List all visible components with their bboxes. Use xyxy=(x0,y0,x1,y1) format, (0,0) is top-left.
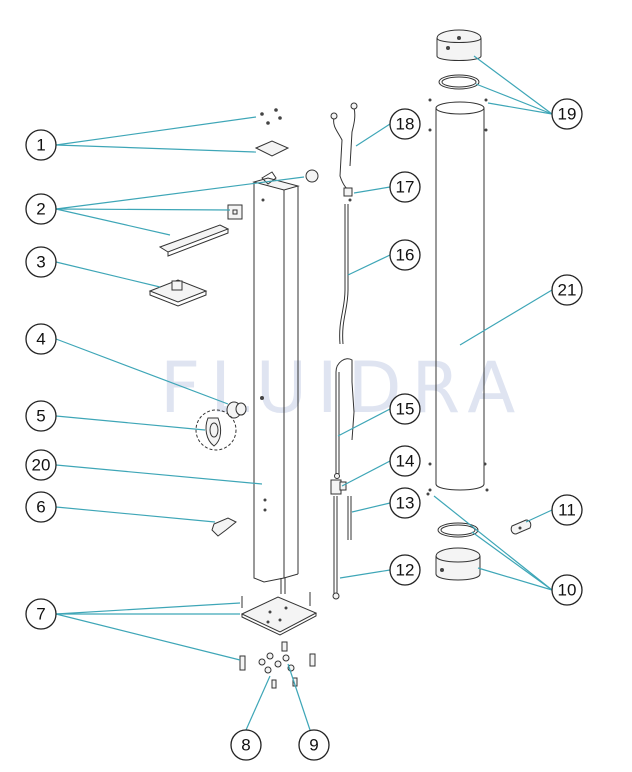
callout-17-label: 17 xyxy=(396,178,415,197)
callout-20-label: 20 xyxy=(32,456,51,475)
part-3-shower-head xyxy=(148,279,208,307)
part-4-knob xyxy=(226,401,247,419)
callout-12-label: 12 xyxy=(396,561,415,580)
part-8-9-nuts-washers xyxy=(258,641,298,689)
part-5-push-valve xyxy=(195,409,237,451)
part-7-base-plate xyxy=(239,592,318,671)
callout-5: 5 xyxy=(25,400,57,432)
callout-7-label: 7 xyxy=(36,605,45,624)
callout-4-label: 4 xyxy=(36,330,45,349)
callouts: 1 2 3 4 5 20 6 7 8 9 18 17 16 15 14 13 1… xyxy=(25,98,583,761)
part-15-pipe xyxy=(334,358,355,479)
callout-8: 8 xyxy=(230,729,262,761)
callout-1: 1 xyxy=(25,129,57,161)
part-10-bottom-collar xyxy=(426,492,481,581)
callout-5-label: 5 xyxy=(36,407,45,426)
callout-12: 12 xyxy=(389,554,421,586)
callout-14: 14 xyxy=(389,445,421,477)
callout-9: 9 xyxy=(298,729,330,761)
callout-19: 19 xyxy=(551,98,583,130)
callout-13-label: 13 xyxy=(396,494,415,513)
part-18-curved-pipe xyxy=(330,102,358,193)
callout-6-label: 6 xyxy=(36,498,45,517)
part-14-valve-body xyxy=(330,479,347,495)
part-6-elbow xyxy=(211,517,237,537)
fluidra-watermark: FLUIDRA xyxy=(160,347,525,429)
callout-8-label: 8 xyxy=(241,736,250,755)
part-19-top-cap xyxy=(428,29,488,102)
callout-3-label: 3 xyxy=(36,253,45,272)
callout-2-label: 2 xyxy=(36,200,45,219)
callout-14-label: 14 xyxy=(396,452,415,471)
parts-drawing xyxy=(148,29,532,689)
leader-lines xyxy=(55,55,553,731)
callout-1-label: 1 xyxy=(36,136,45,155)
callout-18-label: 18 xyxy=(396,115,415,134)
callout-11-label: 11 xyxy=(558,501,576,520)
callout-15-label: 15 xyxy=(396,400,415,419)
callout-17: 17 xyxy=(389,171,421,203)
callout-16: 16 xyxy=(389,239,421,271)
callout-2: 2 xyxy=(25,193,57,225)
callout-21-label: 21 xyxy=(558,281,577,300)
part-2-arm xyxy=(158,169,319,257)
callout-11: 11 xyxy=(551,494,583,526)
part-20-main-column xyxy=(252,171,300,594)
part-16-rod xyxy=(339,204,349,345)
callout-10-label: 10 xyxy=(558,581,577,600)
part-21-cover-tube xyxy=(428,101,489,492)
callout-13: 13 xyxy=(389,487,421,519)
callout-6: 6 xyxy=(25,491,57,523)
part-1-top-plate xyxy=(254,108,290,157)
callout-21: 21 xyxy=(551,274,583,306)
callout-10: 10 xyxy=(551,574,583,606)
callout-9-label: 9 xyxy=(309,736,318,755)
callout-7: 7 xyxy=(25,598,57,630)
callout-20: 20 xyxy=(25,449,57,481)
part-12-lower-pipe xyxy=(332,496,340,600)
part-13-pipe xyxy=(347,496,352,540)
callout-16-label: 16 xyxy=(396,246,415,265)
callout-19-label: 19 xyxy=(558,105,577,124)
part-11-knob xyxy=(510,519,532,535)
callout-4: 4 xyxy=(25,323,57,355)
callout-3: 3 xyxy=(25,246,57,278)
callout-15: 15 xyxy=(389,393,421,425)
callout-18: 18 xyxy=(389,108,421,140)
part-17-fitting xyxy=(343,187,353,202)
